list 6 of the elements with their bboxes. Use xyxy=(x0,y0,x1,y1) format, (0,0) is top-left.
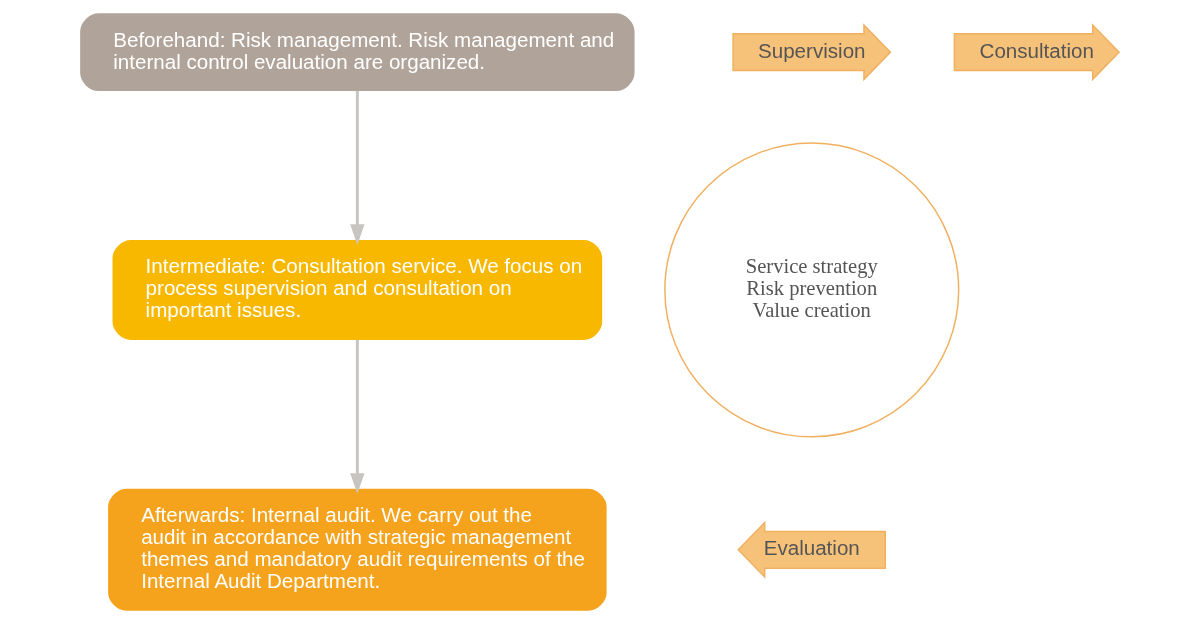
node-box: Afterwards: Internal audit. We carry out the audit in accordance with strategic management themes and mandatory audit requirements of the Internal Audit Department. xyxy=(107,488,607,611)
arrow xyxy=(349,90,365,245)
node-box: Intermediate: Consultation service. We focus on process supervision and consultation on important issues. xyxy=(112,239,602,340)
arrow xyxy=(349,339,365,494)
node-circle: Service strategy Risk prevention Value creation xyxy=(663,142,959,438)
node-box: Beforehand: Risk management. Risk management and internal control evaluation are organized. xyxy=(79,13,635,92)
